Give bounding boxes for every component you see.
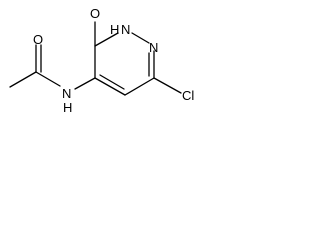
bond-ring-c5-c4-b — [99, 74, 125, 90]
bond-methyl-carbonyl — [9, 71, 37, 88]
atom-label-ring-nitrogen-2: N — [149, 40, 158, 55]
atom-label-ring-hydrogen: H — [110, 22, 119, 37]
bond-ring-c6-chlorine — [153, 77, 182, 94]
atom-label-amide-nitrogen: N — [62, 86, 71, 101]
atom-label-carbonyl-oxygen: O — [33, 32, 43, 47]
atom-labels: O N H O H N N Cl — [33, 6, 194, 115]
atom-label-ring-oxygen: O — [90, 6, 100, 21]
bond-ring-c5-c4-a — [94, 77, 126, 96]
bond-carbonyl-amide-n — [35, 71, 61, 87]
atom-label-ring-nitrogen-1: N — [121, 22, 130, 37]
bond-ring-n2-n1 — [131, 32, 150, 44]
atom-label-chlorine: Cl — [182, 88, 194, 103]
bond-ring-c6-c5 — [124, 77, 155, 96]
bond-amide-n-ring — [74, 77, 96, 90]
chemical-structure-diagram: O N H O H N N Cl — [9, 6, 194, 115]
atom-label-amide-hydrogen: H — [63, 100, 72, 115]
bonds — [9, 21, 182, 96]
bond-ring-c3-n2 — [94, 32, 119, 47]
